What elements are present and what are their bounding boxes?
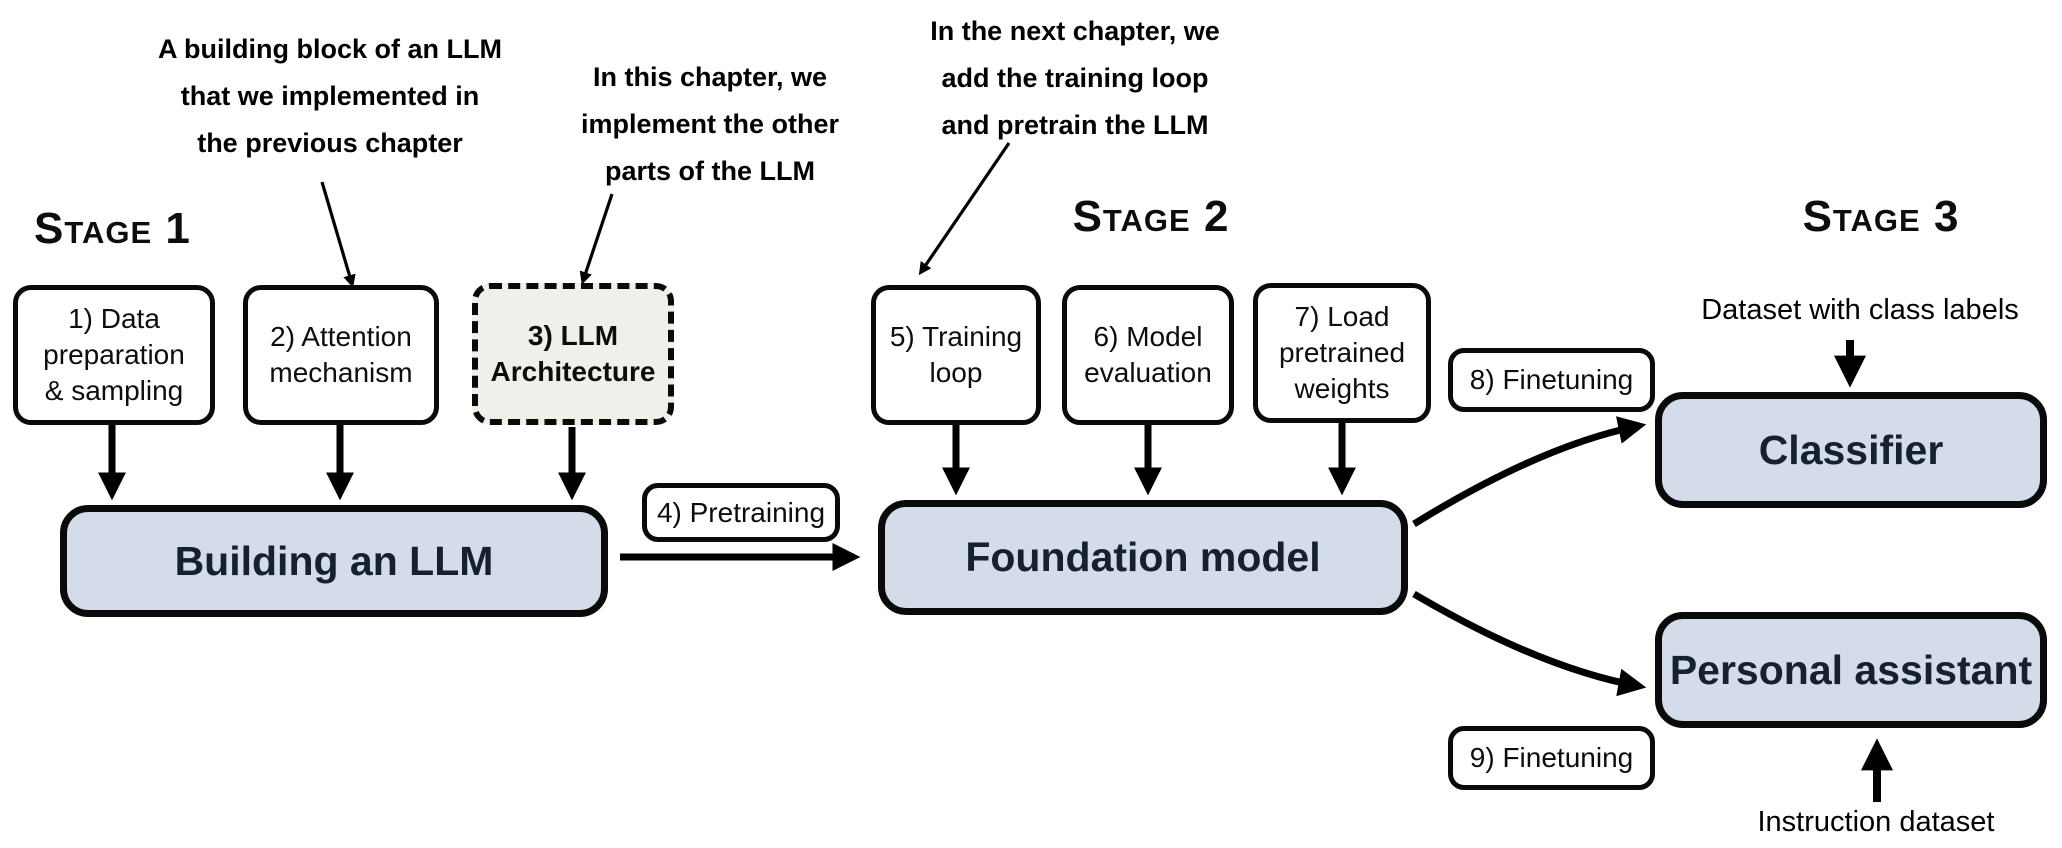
label-dataset-with-class-labels: Dataset with class labels <box>1701 294 2019 326</box>
stage-3-label: Stage 3 <box>1802 192 1960 241</box>
model-box-foundation-model: Foundation model <box>878 500 1408 615</box>
model-box-label: Building an LLM <box>174 537 494 584</box>
arrow-foundation-to-classifier <box>1412 416 1647 527</box>
label-instruction-dataset: Instruction dataset <box>1757 806 1995 838</box>
model-box-label: Classifier <box>1758 426 1944 473</box>
step-box-label: 4) Pretraining <box>656 496 826 528</box>
model-box-building-llm: Building an LLM <box>60 505 608 617</box>
annotation-arrow-to-attention <box>320 181 356 288</box>
step-box-label: 8) Finetuning <box>1469 364 1634 395</box>
model-box-label: Foundation model <box>965 534 1321 580</box>
annotation-arrow-to-training-loop <box>918 142 1011 276</box>
model-box-personal-assistant: Personal assistant <box>1655 612 2047 728</box>
stage-2-label: Stage 2 <box>1072 192 1230 241</box>
step-box-pretraining: 4) Pretraining <box>642 483 840 542</box>
stage-1-label: Stage 1 <box>34 204 191 253</box>
annotation-arrow-to-architecture <box>579 193 614 285</box>
arrow-foundation-to-personal-assistant <box>1412 590 1647 697</box>
step-box-label: 9) Finetuning <box>1469 742 1634 773</box>
step-box-finetuning-assistant: 9) Finetuning <box>1448 726 1655 790</box>
model-box-classifier: Classifier <box>1655 392 2047 508</box>
step-box-finetuning-classifier: 8) Finetuning <box>1448 348 1655 412</box>
model-box-label: Personal assistant <box>1669 646 2033 693</box>
